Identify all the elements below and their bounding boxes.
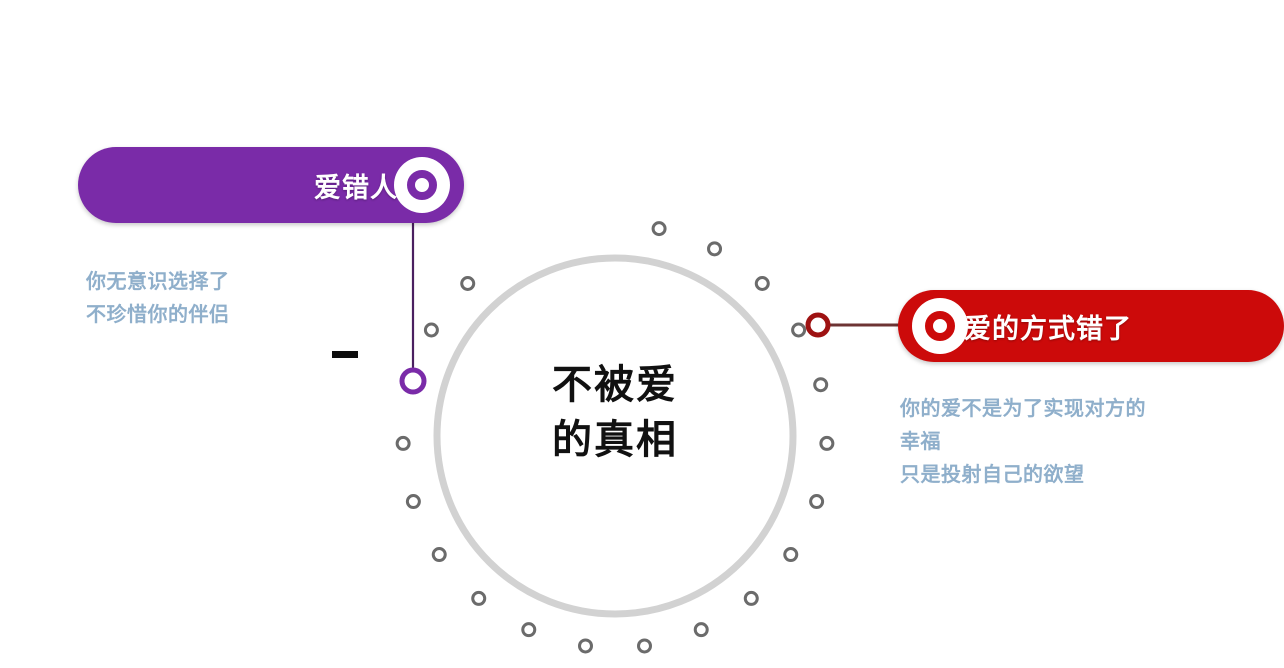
- bullseye-icon: [912, 298, 968, 354]
- orbit-node: [819, 435, 835, 451]
- orbit-node: [405, 494, 421, 510]
- branch-pill-red-label: 爱的方式错了: [964, 313, 1132, 345]
- note-purple-branch: 你无意识选择了 不珍惜你的伴侣: [86, 269, 230, 326]
- orbit-node: [754, 276, 770, 291]
- orbit-node: [809, 494, 825, 510]
- orbit-node: [423, 322, 439, 338]
- orbit-node: [471, 590, 487, 606]
- orbit-node: [395, 435, 411, 451]
- center-label: 不被爱 的真相: [552, 362, 678, 464]
- orbit-node: [431, 547, 447, 563]
- red-branch-node[interactable]: [805, 312, 831, 338]
- orbit-node: [743, 590, 759, 606]
- dash-mark: [332, 351, 358, 358]
- branch-pill-purple[interactable]: 爱错人: [78, 147, 464, 223]
- orbit-node: [460, 276, 476, 291]
- orbit-node: [637, 638, 652, 654]
- note-red-branch: 你的爱不是为了实现对方的 幸福 只是投射自己的欲望: [900, 396, 1146, 486]
- branch-pill-red[interactable]: 爱的方式错了: [898, 290, 1284, 362]
- orbit-node: [813, 377, 829, 393]
- bullseye-icon: [394, 157, 450, 213]
- orbit-node: [783, 547, 799, 563]
- bullseye-ring: [925, 311, 955, 341]
- orbit-node: [521, 622, 537, 638]
- purple-branch-node[interactable]: [399, 367, 427, 395]
- orbit-node: [707, 241, 723, 257]
- orbit-node: [578, 638, 593, 654]
- orbit-node: [651, 221, 667, 237]
- branch-pill-purple-label: 爱错人: [314, 172, 398, 204]
- orbit-node: [791, 322, 807, 338]
- bullseye-ring: [407, 170, 437, 200]
- orbit-node: [693, 622, 709, 638]
- center-circle: [433, 254, 797, 618]
